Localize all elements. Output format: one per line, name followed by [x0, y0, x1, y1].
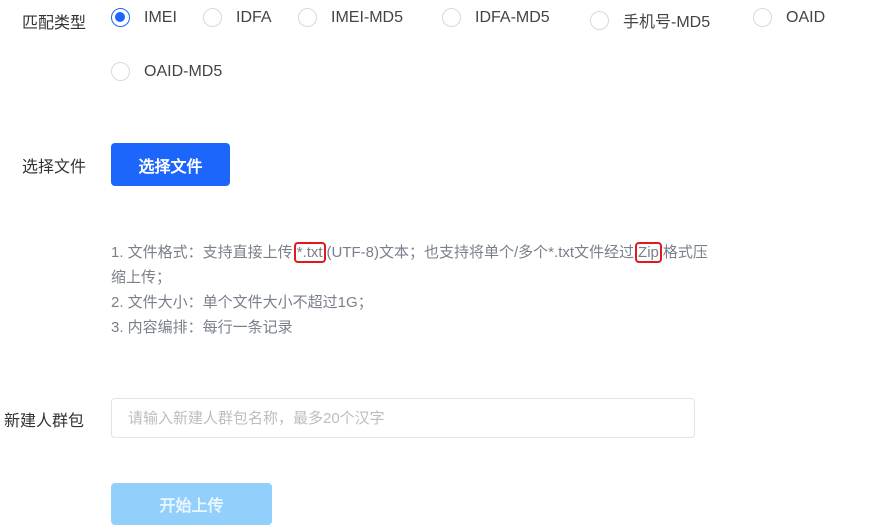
radio-unchecked-icon[interactable]: [753, 8, 772, 27]
radio-imei-md5[interactable]: IMEI-MD5: [298, 8, 403, 27]
radio-unchecked-icon[interactable]: [203, 8, 222, 27]
hint-size: 2. 文件大小：单个文件大小不超过1G；: [111, 294, 373, 311]
radio-oaid-md5[interactable]: OAID-MD5: [111, 62, 222, 81]
radio-oaid[interactable]: OAID: [753, 8, 825, 27]
radio-idfa[interactable]: IDFA: [203, 8, 272, 27]
radio-idfa-md5[interactable]: IDFA-MD5: [442, 8, 550, 27]
radio-label: OAID-MD5: [144, 62, 223, 80]
hint-content: 3. 内容编排：每行一条记录: [111, 319, 293, 336]
radio-label: IMEI-MD5: [331, 8, 403, 26]
choose-file-button[interactable]: 选择文件: [111, 143, 230, 186]
upload-hints: 1. 文件格式：支持直接上传*.txt(UTF-8)文本；也支持将单个/多个*.…: [111, 240, 871, 340]
radio-unchecked-icon[interactable]: [298, 8, 317, 27]
hint-format: 1. 文件格式：支持直接上传*.txt(UTF-8)文本；也支持将单个/多个*.…: [111, 242, 708, 263]
new-group-label: 新建人群包: [4, 413, 85, 430]
group-name-input[interactable]: [111, 398, 695, 438]
start-upload-button[interactable]: 开始上传: [111, 483, 272, 525]
radio-imei[interactable]: IMEI: [111, 8, 177, 27]
hint-format-cont: 缩上传；: [111, 269, 172, 286]
radio-unchecked-icon[interactable]: [442, 8, 461, 27]
radio-checked-icon[interactable]: [111, 8, 130, 27]
radio-label: 手机号-MD5: [623, 14, 711, 31]
txt-highlight: *.txt: [293, 242, 326, 263]
radio-label: IDFA: [236, 8, 272, 26]
radio-label: IDFA-MD5: [475, 8, 550, 26]
radio-label: OAID: [786, 8, 826, 26]
radio-label: IMEI: [144, 8, 177, 26]
file-select-label: 选择文件: [22, 159, 87, 176]
match-type-label: 匹配类型: [22, 15, 87, 32]
zip-highlight: Zip: [635, 242, 662, 263]
radio-unchecked-icon[interactable]: [111, 62, 130, 81]
radio-unchecked-icon[interactable]: [590, 10, 609, 30]
radio-phone-md5[interactable]: 手机号-MD5: [590, 8, 710, 32]
